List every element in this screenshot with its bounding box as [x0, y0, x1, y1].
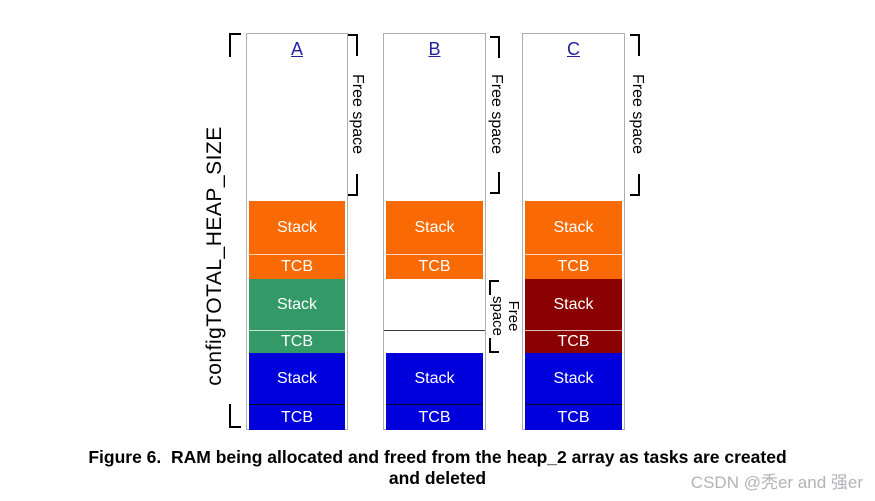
block-tcb: TCB: [249, 331, 345, 353]
column-c-link[interactable]: C: [567, 39, 580, 59]
block-stack: Stack: [525, 201, 622, 255]
bracket-tick: [489, 280, 499, 295]
bracket-tick: [490, 36, 500, 58]
heap-size-label: configTOTAL_HEAP_SIZE: [203, 126, 226, 386]
bracket-tick: [348, 174, 358, 196]
bracket-tick: [630, 174, 640, 196]
block-tcb: TCB: [249, 405, 345, 430]
bracket-tick: [489, 338, 499, 353]
block-stack: Stack: [525, 279, 622, 331]
column-a-link[interactable]: A: [290, 39, 303, 59]
freed-block-divider: [384, 330, 485, 331]
block-stack: Stack: [249, 353, 345, 405]
figure-caption: Figure 6. RAM being allocated and freed …: [0, 447, 875, 489]
csdn-watermark: CSDN @秃er and 强er: [690, 473, 863, 492]
free-space-label-c: Free space: [629, 73, 646, 155]
block-stack: Stack: [249, 201, 345, 255]
memory-column-b: B Stack TCB Stack TCB: [383, 33, 486, 430]
figure-caption-line1: Figure 6. RAM being allocated and freed …: [88, 447, 787, 467]
block-stack: Stack: [525, 353, 622, 405]
block-tcb: TCB: [386, 405, 483, 430]
memory-column-c: C Stack TCB Stack TCB Stack TCB: [522, 33, 625, 430]
heap-bracket-bottom-tick: [229, 404, 241, 428]
block-stack: Stack: [249, 279, 345, 331]
block-tcb: TCB: [525, 255, 622, 279]
block-stack: Stack: [386, 201, 483, 255]
block-tcb: TCB: [525, 405, 622, 430]
figure-caption-line2: and deleted: [388, 468, 487, 488]
block-tcb: TCB: [386, 255, 483, 279]
free-space-label-b: Free space: [488, 73, 505, 155]
column-b-link[interactable]: B: [428, 39, 441, 59]
memory-column-a: A Stack TCB Stack TCB Stack TCB: [246, 33, 348, 430]
block-stack: Stack: [386, 353, 483, 405]
block-tcb: TCB: [249, 255, 345, 279]
bracket-tick: [630, 34, 640, 56]
freed-space-line1: Free: [505, 300, 522, 332]
bracket-tick: [348, 34, 358, 56]
freed-space-line2: space: [489, 295, 506, 337]
bracket-tick: [490, 172, 500, 194]
heap-bracket-top-tick: [229, 33, 241, 57]
free-space-label-a: Free space: [349, 73, 366, 155]
block-tcb: TCB: [525, 331, 622, 353]
